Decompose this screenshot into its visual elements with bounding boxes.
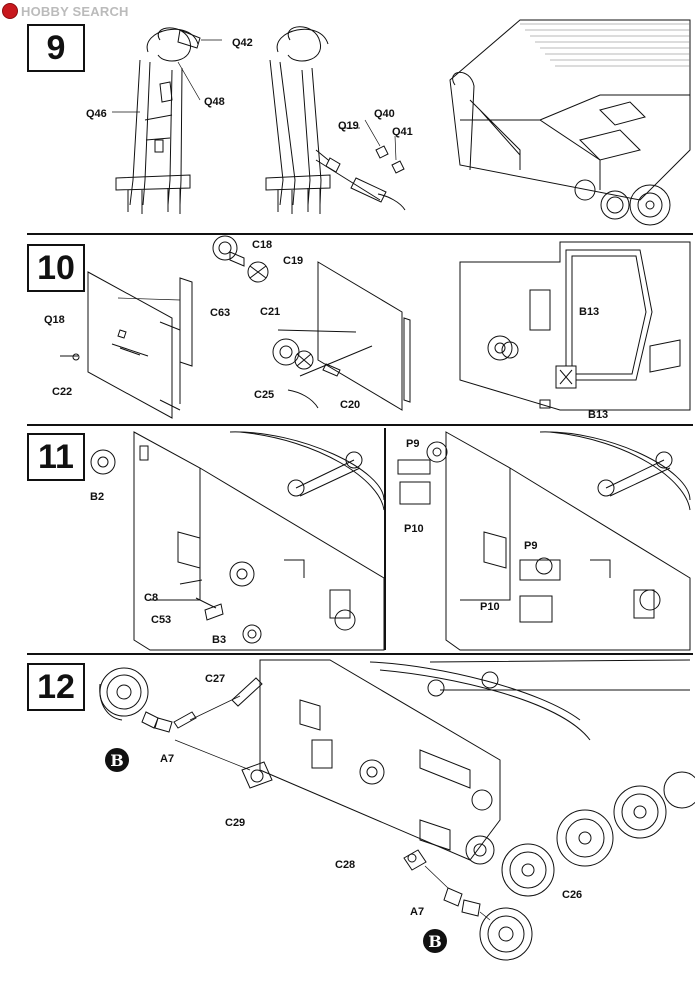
step11-right-view (397, 431, 691, 651)
divider-11-12 (27, 653, 693, 655)
watermark-text: HOBBY SEARCH (21, 3, 129, 19)
step10-hull-view (459, 241, 691, 411)
part-label-p9-top: P9 (406, 438, 420, 450)
part-label-q19: Q19 (338, 120, 359, 132)
step9-bracket-exploded (112, 27, 222, 214)
step12-hull-view (259, 659, 691, 865)
step11-left-view (90, 431, 385, 651)
step9-hull-view (449, 19, 691, 226)
step-number-10: 10 (27, 244, 85, 292)
part-label-a7-top: A7 (160, 753, 175, 765)
part-label-q46: Q46 (86, 108, 107, 120)
subassembly-b-marker-bottom: B (423, 929, 447, 953)
part-label-b13-top: B13 (579, 306, 600, 318)
part-label-b2: B2 (90, 491, 105, 503)
step10-plate-mid (272, 261, 411, 411)
step-number-12: 12 (27, 663, 85, 711)
part-label-c28: C28 (335, 859, 356, 871)
step-number-11: 11 (27, 433, 85, 481)
step10-hatch-parts (212, 235, 269, 283)
part-label-p9-bottom: P9 (524, 540, 538, 552)
part-label-q18: Q18 (44, 314, 65, 326)
part-label-p10-bottom: P10 (480, 601, 500, 613)
step12-road-wheels (501, 771, 695, 897)
part-label-c29: C29 (225, 817, 246, 829)
part-label-q48: Q48 (204, 96, 225, 108)
watermark-logo: HOBBY SEARCH (2, 2, 129, 20)
part-label-c19: C19 (283, 255, 304, 267)
step10-plate-left (60, 271, 193, 419)
part-label-p10-top: P10 (404, 523, 424, 535)
divider-9-10 (27, 233, 693, 235)
part-label-c8: C8 (144, 592, 159, 604)
divider-10-11 (27, 424, 693, 426)
part-label-c27: C27 (205, 673, 226, 685)
part-label-c25: C25 (254, 389, 275, 401)
divider-11-split (384, 428, 386, 650)
part-label-q42: Q42 (232, 37, 253, 49)
part-label-b3: B3 (212, 634, 227, 646)
part-label-c63: C63 (210, 307, 231, 319)
part-label-c20: C20 (340, 399, 361, 411)
part-label-b13-bottom: B13 (588, 409, 609, 421)
part-label-c22: C22 (52, 386, 73, 398)
part-label-q40: Q40 (374, 108, 395, 120)
part-label-c26: C26 (562, 889, 583, 901)
subassembly-b-marker-top: B (105, 748, 129, 772)
part-label-c21: C21 (260, 306, 281, 318)
part-label-c53: C53 (151, 614, 172, 626)
logo-mark-icon (2, 3, 18, 19)
part-label-a7-bottom: A7 (410, 906, 425, 918)
step-number-9: 9 (27, 24, 85, 72)
step12-exploded-parts (99, 667, 533, 961)
part-label-c18: C18 (252, 239, 273, 251)
step9-bracket-assembled (265, 26, 406, 214)
part-label-q41: Q41 (392, 126, 413, 138)
